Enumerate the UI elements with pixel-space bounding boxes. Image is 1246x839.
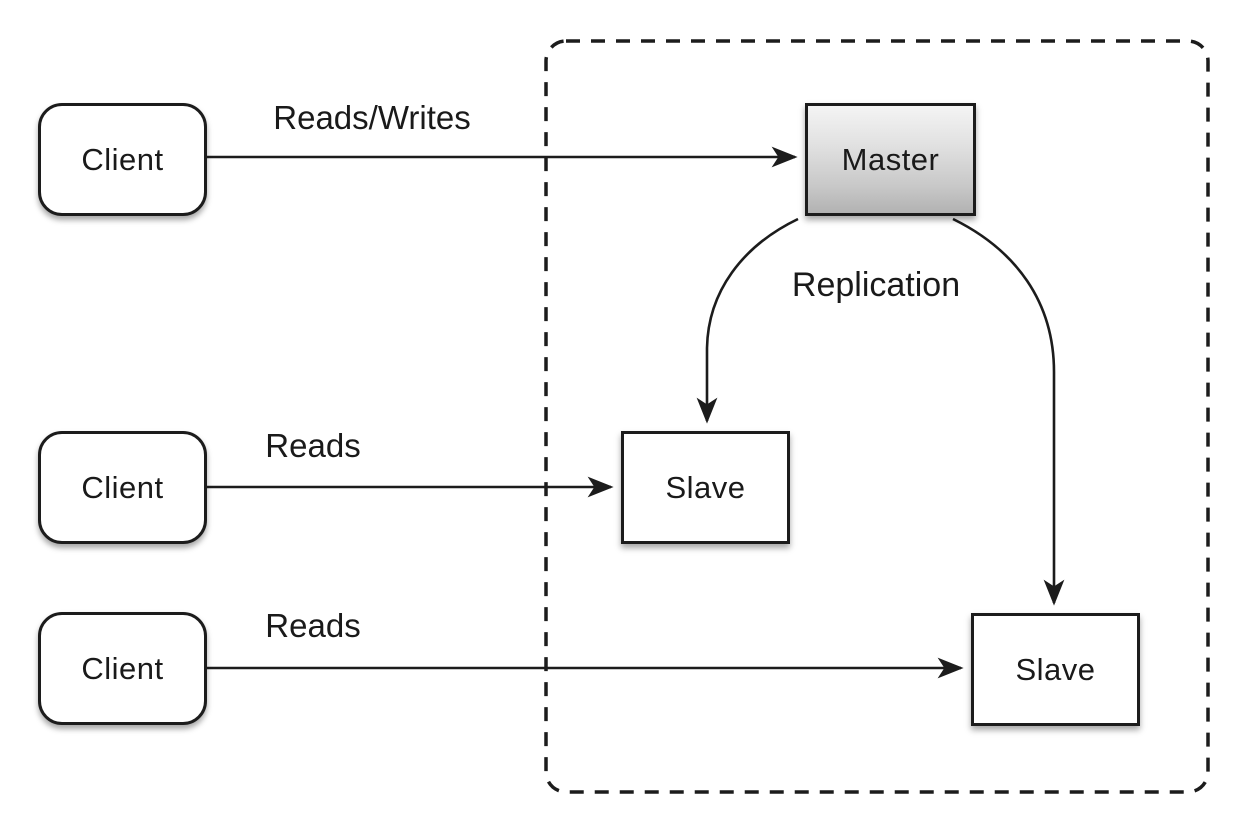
slave-node-2: Slave bbox=[971, 613, 1140, 726]
edge-label-reads-bottom: Reads bbox=[265, 607, 361, 644]
slave-node-1: Slave bbox=[621, 431, 790, 544]
client-node-1: Client bbox=[38, 103, 207, 216]
edge-replication-right-arrow bbox=[952, 217, 1065, 606]
client-node-3-label: Client bbox=[81, 650, 164, 686]
client-node-2-label: Client bbox=[81, 469, 164, 505]
master-node: Master bbox=[805, 103, 976, 216]
master-node-label: Master bbox=[841, 141, 940, 177]
slave-node-2-label: Slave bbox=[1015, 651, 1096, 687]
edge-label-reads-writes: Reads/Writes bbox=[273, 99, 471, 136]
slave-node-1-label: Slave bbox=[665, 469, 746, 505]
client-node-1-label: Client bbox=[81, 141, 164, 177]
client-node-3: Client bbox=[38, 612, 207, 725]
edge-label-replication: Replication bbox=[791, 266, 961, 304]
edge-label-reads-middle: Reads bbox=[265, 427, 361, 464]
edge-replication-left-arrow bbox=[696, 217, 799, 424]
client-node-2: Client bbox=[38, 431, 207, 544]
cluster-boundary-dashed-box bbox=[544, 39, 1210, 794]
